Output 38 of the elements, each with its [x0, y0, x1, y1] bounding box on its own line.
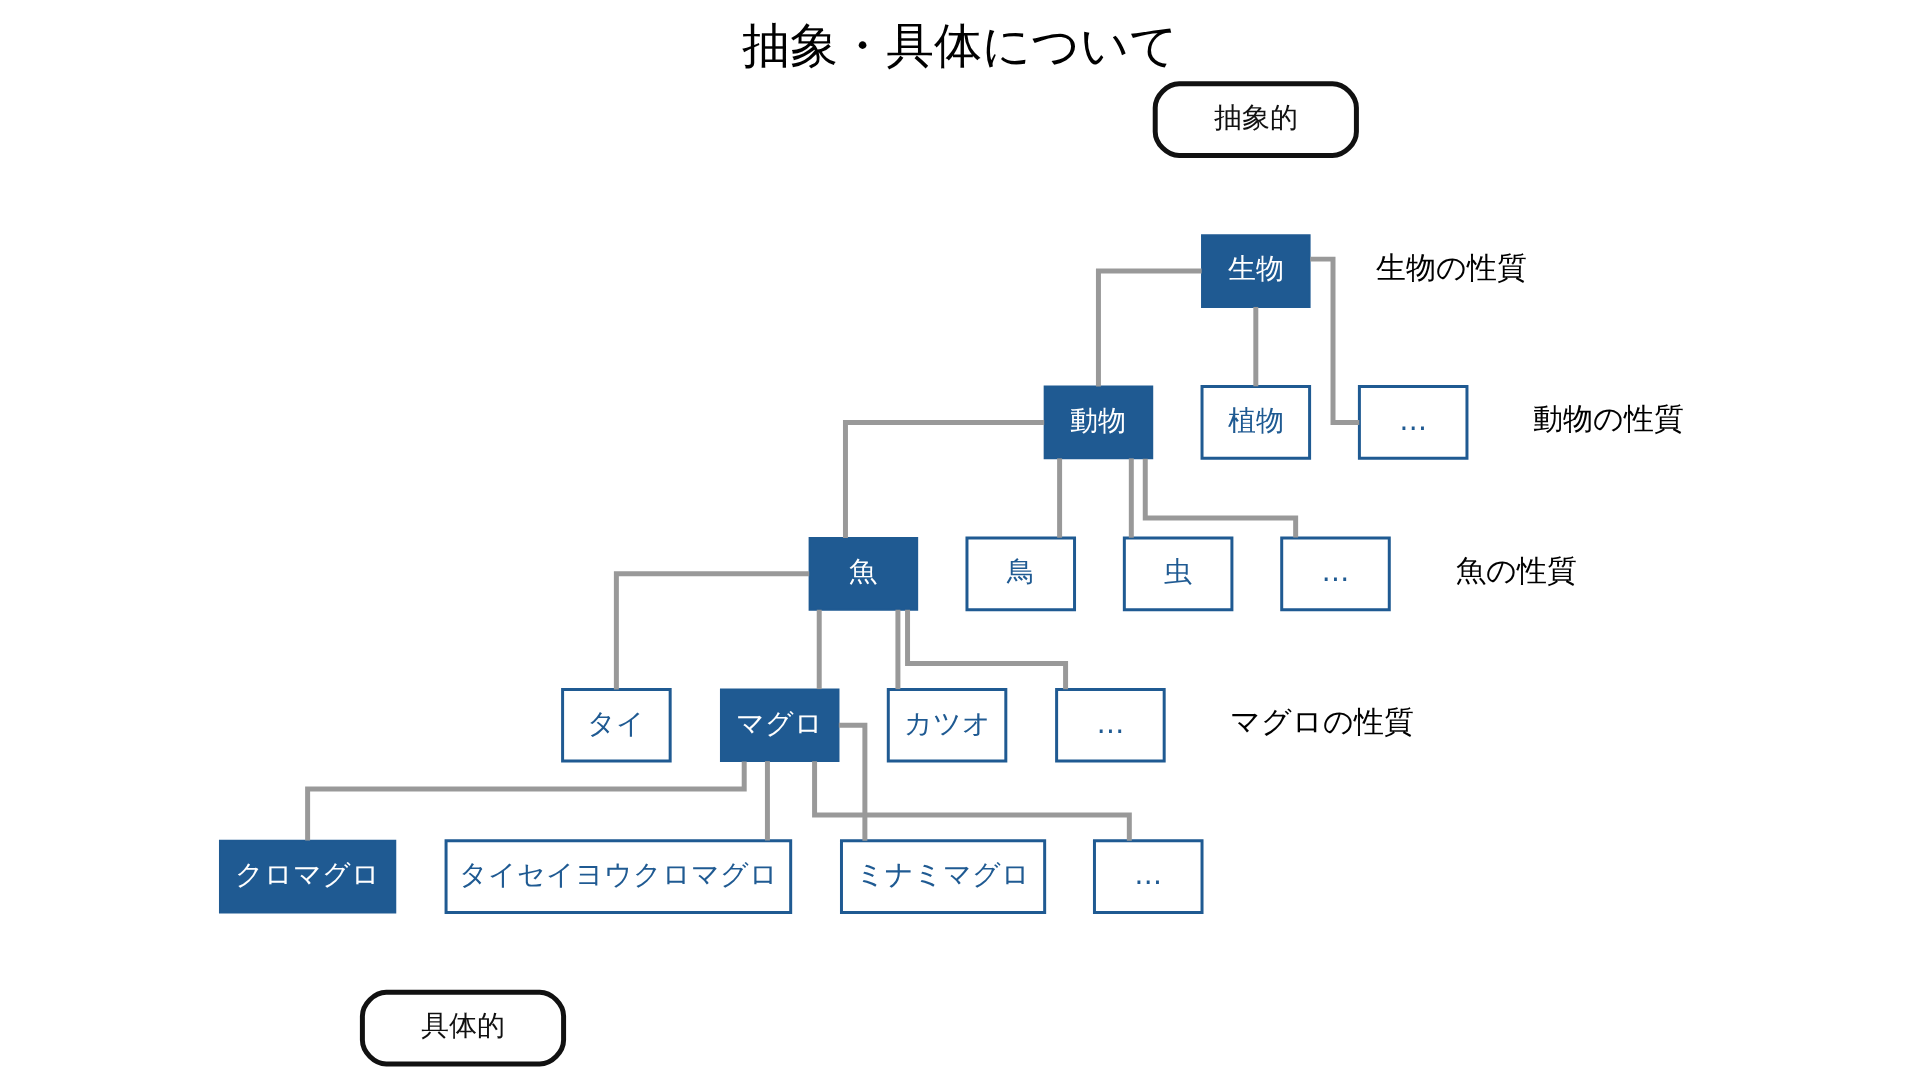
- connector: [613, 571, 810, 690]
- node-box: マグロ: [719, 688, 840, 763]
- node-box: 動物: [1043, 385, 1154, 460]
- connector: [1095, 268, 1202, 387]
- connector: [838, 722, 868, 841]
- node-box: 虫: [1122, 536, 1234, 612]
- label: 魚の性質: [1456, 552, 1578, 588]
- connector: [1310, 256, 1360, 425]
- connector: [842, 420, 1045, 538]
- node-box: タイ: [561, 687, 672, 763]
- node-box: …: [1280, 536, 1391, 612]
- node-box: …: [1357, 385, 1469, 460]
- connector: [1128, 458, 1134, 538]
- node-box: カツオ: [886, 687, 1008, 763]
- node-box: 植物: [1200, 385, 1312, 460]
- label: 動物の性質: [1532, 401, 1684, 437]
- connector: [1253, 306, 1259, 387]
- node-box: 魚: [808, 537, 919, 611]
- label: マグロの性質: [1229, 704, 1414, 740]
- diagram-title: 抽象・具体について: [742, 18, 1178, 74]
- connector: [764, 761, 770, 841]
- node-box: 具体的: [359, 989, 567, 1067]
- node-box: タイセイヨウクロマグロ: [444, 839, 793, 914]
- node-box: …: [1055, 687, 1166, 763]
- connector: [895, 609, 901, 690]
- node-box: …: [1092, 839, 1204, 914]
- connector: [1142, 458, 1299, 538]
- label: 生物の性質: [1375, 250, 1527, 286]
- node-box: クロマグロ: [218, 839, 397, 914]
- connector: [816, 609, 822, 690]
- node-box: 抽象的: [1152, 81, 1359, 159]
- connector: [1057, 458, 1063, 538]
- node-box: 鳥: [965, 536, 1077, 612]
- connector: [812, 761, 1132, 841]
- node-box: 生物: [1201, 234, 1311, 308]
- connector: [305, 761, 747, 841]
- node-box: ミナミマグロ: [840, 839, 1047, 914]
- connector: [905, 609, 1069, 690]
